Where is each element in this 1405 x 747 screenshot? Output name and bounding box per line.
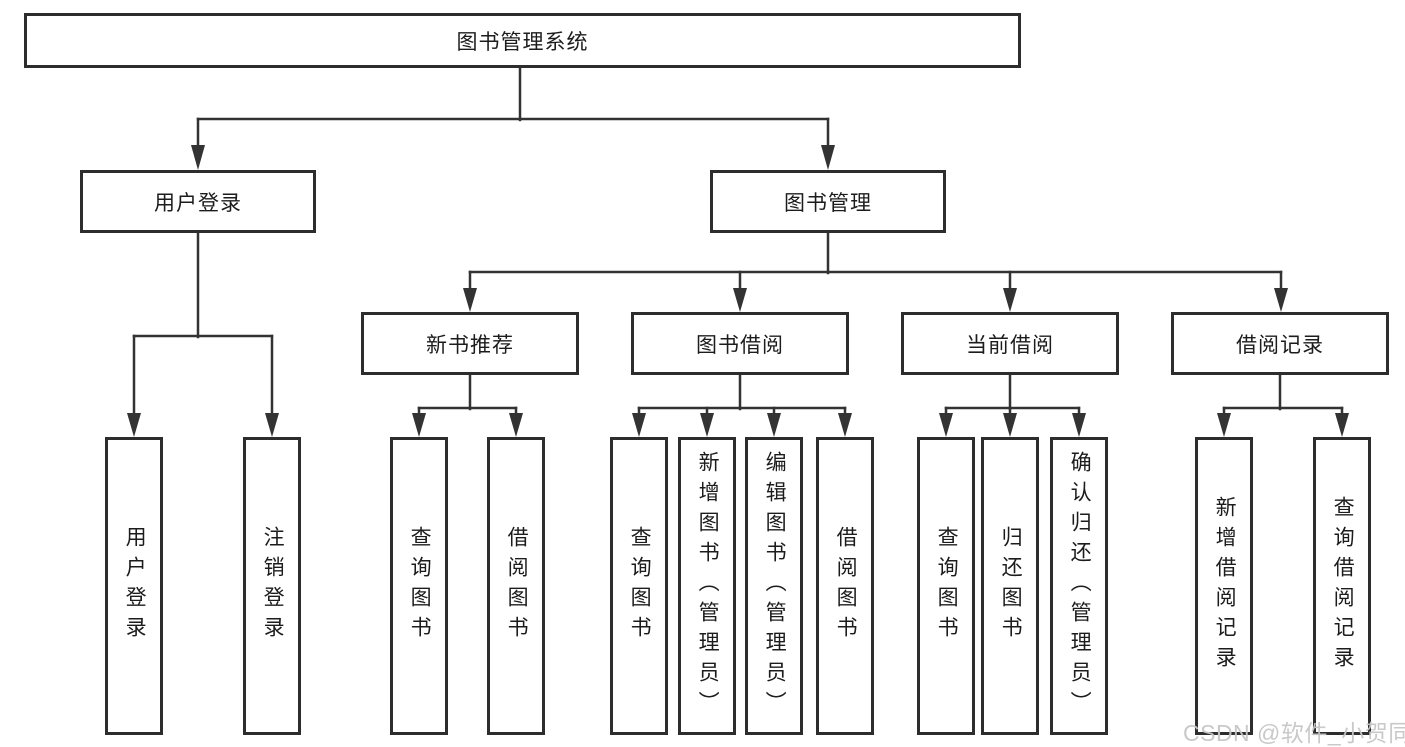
node-label: 查询图书 [408, 526, 432, 646]
node-user-login: 用户登录 [80, 170, 316, 233]
node-return-books: 归还图书 [981, 437, 1039, 735]
node-add-borrow-record: 新增借阅记录 [1195, 437, 1253, 735]
node-current-borrowing: 当前借阅 [901, 312, 1119, 375]
node-label: 当前借阅 [966, 333, 1054, 357]
node-label: 查询借阅记录 [1331, 496, 1355, 676]
node-query-books-borrowing: 查询图书 [610, 437, 668, 735]
node-label: 确认归还（管理员） [1068, 451, 1092, 721]
node-confirm-return-admin: 确认归还（管理员） [1050, 437, 1108, 735]
node-label: 用户登录 [123, 526, 147, 646]
node-borrow-books-recommend: 借阅图书 [487, 437, 545, 735]
node-label: 图书借阅 [696, 333, 784, 357]
node-query-books-recommend: 查询图书 [390, 437, 448, 735]
node-new-book-recommendation: 新书推荐 [361, 312, 579, 375]
node-label: 查询图书 [628, 526, 652, 646]
node-label: 归还图书 [999, 526, 1023, 646]
node-label: 新增借阅记录 [1213, 496, 1237, 676]
node-label: 查询图书 [935, 526, 959, 646]
node-query-borrow-record: 查询借阅记录 [1313, 437, 1371, 735]
node-label: 图书管理系统 [456, 30, 589, 54]
node-logout: 注销登录 [243, 437, 301, 735]
node-label: 编辑图书（管理员） [763, 451, 787, 721]
node-edit-books-admin: 编辑图书（管理员） [745, 437, 803, 735]
node-query-books-current: 查询图书 [917, 437, 975, 735]
csdn-watermark: CSDN @软件_小贺同学 [1183, 720, 1405, 746]
node-book-borrowing: 图书借阅 [631, 312, 849, 375]
node-book-management: 图书管理 [710, 170, 946, 233]
node-add-books-admin: 新增图书（管理员） [678, 437, 736, 735]
node-library-management-system: 图书管理系统 [24, 13, 1021, 68]
node-label: 借阅图书 [834, 526, 858, 646]
node-label: 借阅图书 [505, 526, 529, 646]
node-label: 图书管理 [784, 191, 872, 215]
node-user-login-leaf: 用户登录 [105, 437, 163, 735]
node-label: 借阅记录 [1236, 333, 1324, 357]
node-label: 用户登录 [154, 191, 242, 215]
node-label: 注销登录 [261, 526, 285, 646]
node-borrow-books-borrowing: 借阅图书 [816, 437, 874, 735]
node-borrowing-records: 借阅记录 [1171, 312, 1389, 375]
node-label: 新书推荐 [426, 333, 514, 357]
node-label: 新增图书（管理员） [696, 451, 720, 721]
